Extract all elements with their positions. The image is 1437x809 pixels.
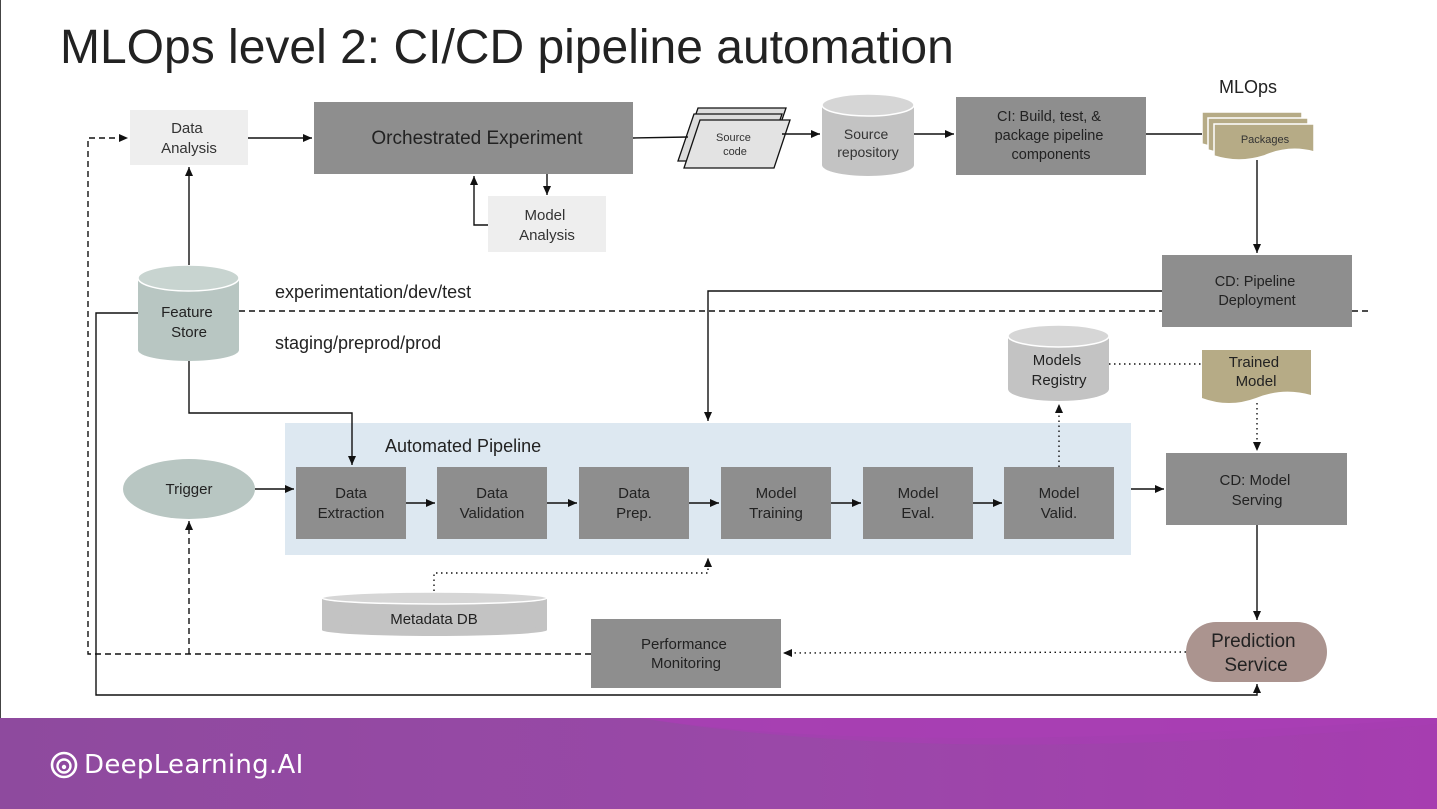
- orchestrated-experiment-box: [314, 102, 633, 174]
- footer-banner: [0, 718, 1437, 809]
- source-code-label: Source code: [716, 132, 754, 158]
- packages-label: Packages: [1241, 134, 1290, 146]
- orchestrated-experiment-label: Orchestrated Experiment: [371, 128, 583, 149]
- slide-left-border: [0, 0, 1, 718]
- cd-model-serving-label: CD: Model Serving: [1219, 472, 1294, 509]
- automated-pipeline-area: [285, 423, 1131, 555]
- data-analysis-box: [130, 110, 248, 165]
- trained-model-shape: [1202, 350, 1311, 403]
- dotted-connectors: [433, 363, 1261, 657]
- trigger-ellipse: [123, 459, 255, 519]
- source-code-shape: [677, 107, 791, 169]
- env-bottom-label: staging/preprod/prod: [275, 333, 441, 353]
- dashed-connectors: [87, 134, 1372, 655]
- metadata-db-cylinder: [321, 591, 548, 636]
- env-top-label: experimentation/dev/test: [275, 282, 471, 302]
- slide-title: MLOps level 2: CI/CD pipeline automation: [60, 21, 954, 74]
- prediction-service-label: Prediction Service: [1211, 631, 1301, 676]
- logo-icon: [50, 751, 78, 779]
- source-repository-label: Source repository: [837, 126, 898, 160]
- performance-monitoring-box: [591, 619, 781, 688]
- data-analysis-label: Data Analysis: [161, 120, 217, 157]
- cd-model-serving-box: [1166, 453, 1347, 525]
- performance-monitoring-label: Performance Monitoring: [641, 636, 731, 672]
- cd-pipeline-deployment-label: CD: Pipeline Deployment: [1215, 274, 1300, 309]
- model-analysis-box: [488, 196, 606, 252]
- deeplearning-ai-logo[interactable]: DeepLearning.AI: [50, 748, 304, 782]
- models-registry-cylinder: [1007, 324, 1110, 401]
- trigger-label: Trigger: [166, 481, 213, 498]
- metadata-db-label: Metadata DB: [390, 611, 478, 628]
- trained-model-label: Trained Model: [1229, 354, 1283, 390]
- brand-name: DeepLearning.AI: [84, 750, 304, 780]
- cd-pipeline-deployment-box: [1162, 255, 1352, 327]
- feature-store-cylinder: [137, 264, 240, 361]
- packages-shape: [1201, 111, 1315, 161]
- automated-pipeline-label: Automated Pipeline: [385, 436, 541, 456]
- model-analysis-label: Model Analysis: [519, 207, 575, 244]
- connectors: [95, 130, 1261, 696]
- feature-store-label: Feature Store: [161, 304, 217, 341]
- prediction-service-box: [1186, 622, 1327, 682]
- ci-build-box: [956, 97, 1146, 175]
- models-registry-label: Models Registry: [1031, 352, 1087, 389]
- ci-build-label: CI: Build, test, & package pipeline comp…: [995, 109, 1108, 163]
- mlops-label: MLOps: [1219, 77, 1277, 97]
- source-repository-cylinder: [821, 93, 915, 176]
